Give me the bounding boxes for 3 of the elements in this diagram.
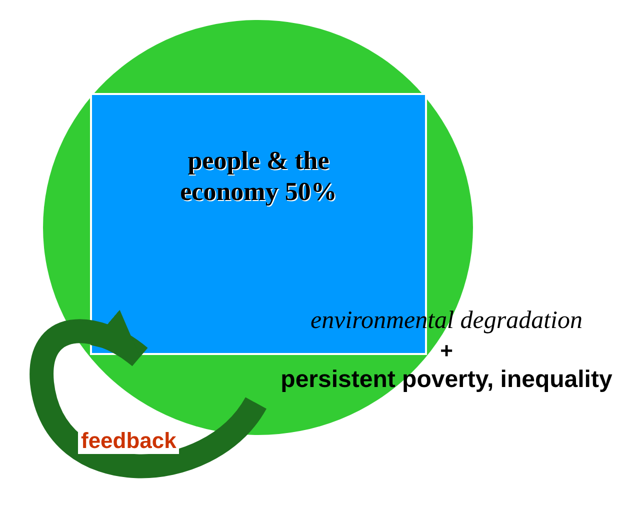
- caption-text: persistent poverty, inequality: [280, 364, 614, 395]
- plus-sign: +: [439, 338, 454, 364]
- box-text: people & the economy 50%: [179, 145, 338, 208]
